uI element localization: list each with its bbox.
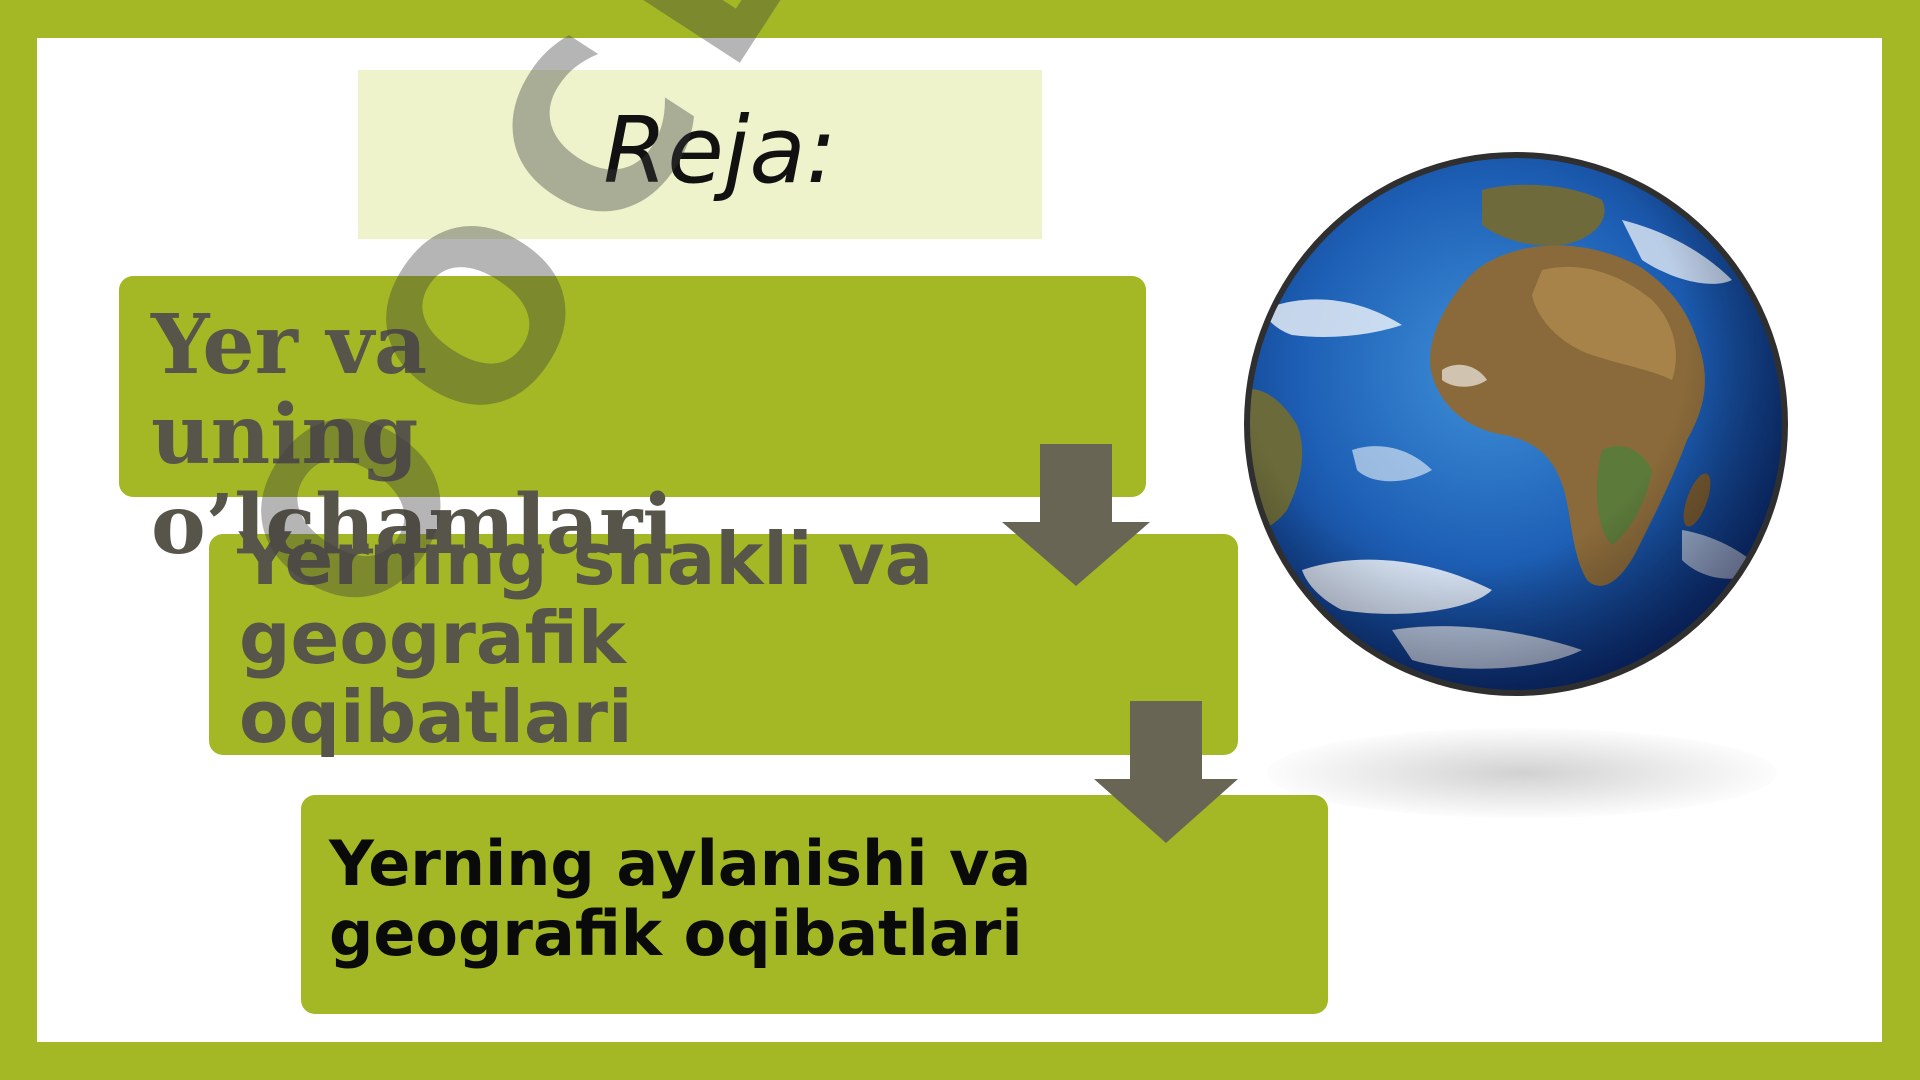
globe-shadow	[1267, 728, 1777, 818]
step-label-1: Yer va uning o’lchamlari	[151, 297, 674, 574]
step-label-2: Yerning shakli va geografik oqibatlari	[239, 517, 934, 760]
step-box-1	[119, 276, 1146, 497]
down-arrow-icon	[1094, 701, 1238, 843]
down-arrow-icon	[1002, 444, 1150, 586]
slide-canvas: Reja: Yer va uning o’lchamlari Yerning s…	[37, 38, 1882, 1042]
slide-title: Reja:	[603, 97, 837, 204]
title-box: Reja:	[358, 70, 1042, 239]
step-label-3: Yerning aylanishi va geografik oqibatlar…	[329, 827, 1032, 971]
earth-globe-image	[1244, 152, 1788, 696]
